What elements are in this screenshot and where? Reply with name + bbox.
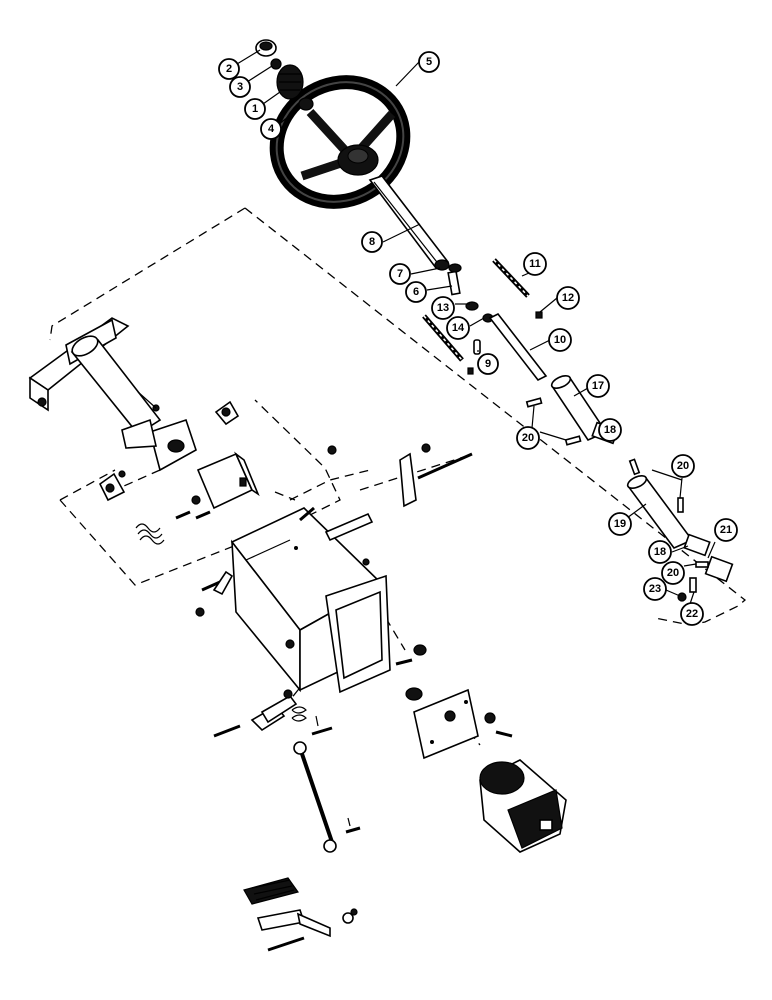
tie-rods — [422, 258, 548, 382]
spring — [135, 523, 165, 545]
callouts: 2 3 1 4 5 8 7 6 13 14 11 12 9 10 17 20 1… — [218, 51, 738, 626]
svg-text:17: 17 — [592, 380, 604, 392]
cover-block — [196, 451, 260, 510]
callout-5: 5 — [418, 51, 440, 73]
callout-11: 11 — [523, 252, 547, 276]
callout-3: 3 — [229, 76, 251, 98]
svg-text:14: 14 — [452, 322, 465, 334]
svg-text:18: 18 — [654, 546, 666, 558]
callout-7: 7 — [389, 263, 411, 285]
callout-22: 22 — [680, 602, 704, 626]
svg-text:18: 18 — [604, 424, 616, 436]
callout-17: 17 — [586, 374, 610, 398]
svg-text:3: 3 — [237, 81, 243, 93]
callout-19: 19 — [608, 512, 632, 536]
svg-text:6: 6 — [413, 286, 419, 298]
svg-text:12: 12 — [562, 292, 574, 304]
column-small-parts — [447, 263, 543, 375]
steering-shaft — [368, 175, 450, 271]
svg-text:2: 2 — [226, 63, 232, 75]
callout-12: 12 — [556, 286, 580, 310]
svg-text:8: 8 — [369, 236, 375, 248]
callout-leader-lines — [236, 49, 716, 605]
callout-4: 4 — [260, 118, 282, 140]
callout-20-a: 20 — [516, 426, 540, 450]
callout-9: 9 — [477, 353, 499, 375]
steering-wheel — [269, 75, 411, 209]
svg-text:19: 19 — [614, 518, 626, 530]
svg-text:10: 10 — [554, 334, 566, 346]
svg-text:20: 20 — [667, 567, 679, 579]
column-housing — [230, 507, 391, 694]
callout-18-a: 18 — [598, 418, 622, 442]
svg-text:22: 22 — [686, 608, 698, 620]
callout-13: 13 — [431, 296, 455, 320]
callout-23: 23 — [643, 577, 667, 601]
svg-text:5: 5 — [426, 56, 432, 68]
callout-6: 6 — [405, 281, 427, 303]
svg-text:20: 20 — [522, 432, 534, 444]
intermediate-shaft-parts — [525, 375, 734, 602]
svg-text:21: 21 — [720, 524, 732, 536]
upper-column-bracket — [28, 317, 197, 472]
pedal-linkage — [213, 689, 361, 853]
callout-1: 1 — [244, 98, 266, 120]
svg-text:20: 20 — [677, 460, 689, 472]
svg-text:9: 9 — [485, 358, 491, 370]
callout-10: 10 — [548, 328, 572, 352]
callout-14: 14 — [446, 316, 470, 340]
hub-cap-parts — [255, 39, 314, 111]
callout-20-b: 20 — [671, 454, 695, 478]
svg-text:13: 13 — [437, 302, 449, 314]
svg-text:4: 4 — [268, 123, 275, 135]
callout-2: 2 — [218, 58, 240, 80]
svg-text:23: 23 — [649, 583, 661, 595]
mounting-bolts-center — [299, 443, 473, 566]
svg-text:7: 7 — [397, 268, 403, 280]
callout-21: 21 — [714, 518, 738, 542]
svg-text:11: 11 — [529, 258, 541, 270]
switch-parts — [98, 391, 240, 502]
pedal — [243, 877, 358, 952]
svg-text:1: 1 — [252, 103, 258, 115]
callout-20-c: 20 — [661, 561, 685, 585]
callout-18-b: 18 — [648, 540, 672, 564]
callout-8: 8 — [361, 231, 383, 253]
steering-pump-assembly — [395, 644, 567, 853]
